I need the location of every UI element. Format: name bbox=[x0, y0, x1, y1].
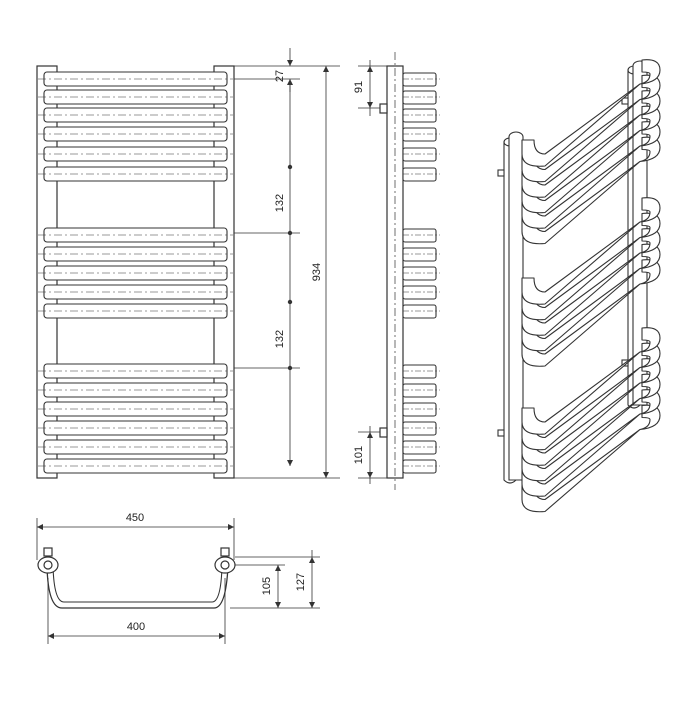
front-bars bbox=[38, 71, 233, 474]
side-rail bbox=[402, 402, 437, 417]
dim-depth-inner: 105 bbox=[261, 577, 273, 595]
top-left-pipe-hole bbox=[43, 560, 53, 570]
top-right-fitting bbox=[220, 547, 230, 557]
dim-overall-width: 450 bbox=[126, 512, 144, 524]
iso-rail bbox=[521, 342, 661, 451]
dim-depth-outer: 127 bbox=[295, 573, 307, 591]
top-view bbox=[37, 547, 236, 609]
iso-rail bbox=[521, 373, 661, 482]
iso-rail bbox=[521, 228, 661, 336]
iso-rail bbox=[521, 59, 661, 167]
dim-section-gap-2: 132 bbox=[274, 330, 286, 348]
side-rail bbox=[402, 421, 437, 436]
dim-side-bottom-offset: 101 bbox=[353, 446, 365, 464]
front-dimensions bbox=[234, 48, 340, 479]
side-view bbox=[379, 65, 404, 479]
dim-top-gap: 27 bbox=[274, 70, 286, 82]
iso-bars bbox=[521, 59, 661, 513]
side-rail bbox=[402, 147, 437, 162]
side-rail bbox=[402, 247, 437, 262]
side-rail bbox=[402, 167, 437, 182]
dim-section-gap-1: 132 bbox=[274, 194, 286, 212]
top-dimensions bbox=[36, 518, 320, 644]
side-rail bbox=[402, 90, 437, 105]
iso-rail bbox=[521, 404, 661, 513]
top-bar-outer bbox=[46, 565, 229, 609]
side-dim-ticks bbox=[367, 66, 373, 478]
side-rail bbox=[402, 108, 437, 123]
top-dim-ticks bbox=[37, 524, 315, 639]
iso-rail bbox=[521, 358, 661, 466]
dim-side-top-offset: 91 bbox=[353, 81, 365, 93]
top-bar-inner bbox=[52, 565, 223, 603]
iso-rail bbox=[521, 105, 661, 214]
iso-rail bbox=[521, 212, 661, 321]
side-rail bbox=[402, 440, 437, 455]
isometric-view bbox=[497, 60, 648, 484]
iso-rail bbox=[521, 90, 661, 198]
front-dim-ticks bbox=[287, 60, 329, 478]
side-rail bbox=[402, 383, 437, 398]
iso-rail bbox=[521, 327, 661, 435]
iso-rail bbox=[521, 74, 661, 183]
side-rail bbox=[402, 228, 437, 243]
iso-bracket bbox=[497, 429, 505, 437]
iso-bracket bbox=[497, 169, 505, 177]
side-rail bbox=[402, 72, 437, 87]
side-bars bbox=[402, 72, 440, 474]
bottom-bracket bbox=[379, 427, 388, 438]
iso-rail bbox=[521, 259, 661, 367]
iso-rail bbox=[521, 136, 661, 245]
iso-rail bbox=[521, 243, 661, 352]
side-rail bbox=[402, 285, 437, 300]
side-rail bbox=[402, 304, 437, 319]
top-left-fitting bbox=[43, 547, 53, 557]
top-bracket bbox=[379, 103, 388, 114]
dim-total-height: 934 bbox=[311, 263, 323, 281]
side-rail bbox=[402, 266, 437, 281]
side-rail bbox=[402, 459, 437, 474]
iso-bracket bbox=[621, 97, 629, 105]
top-right-pipe-hole bbox=[220, 560, 230, 570]
side-dimensions bbox=[358, 60, 387, 484]
iso-rail bbox=[521, 121, 661, 229]
iso-rail bbox=[521, 389, 661, 497]
side-rail bbox=[402, 364, 437, 379]
dim-pipe-spacing: 400 bbox=[127, 621, 145, 633]
side-rail bbox=[402, 127, 437, 142]
iso-rail bbox=[521, 197, 661, 305]
iso-left-pipe-body bbox=[508, 137, 524, 481]
